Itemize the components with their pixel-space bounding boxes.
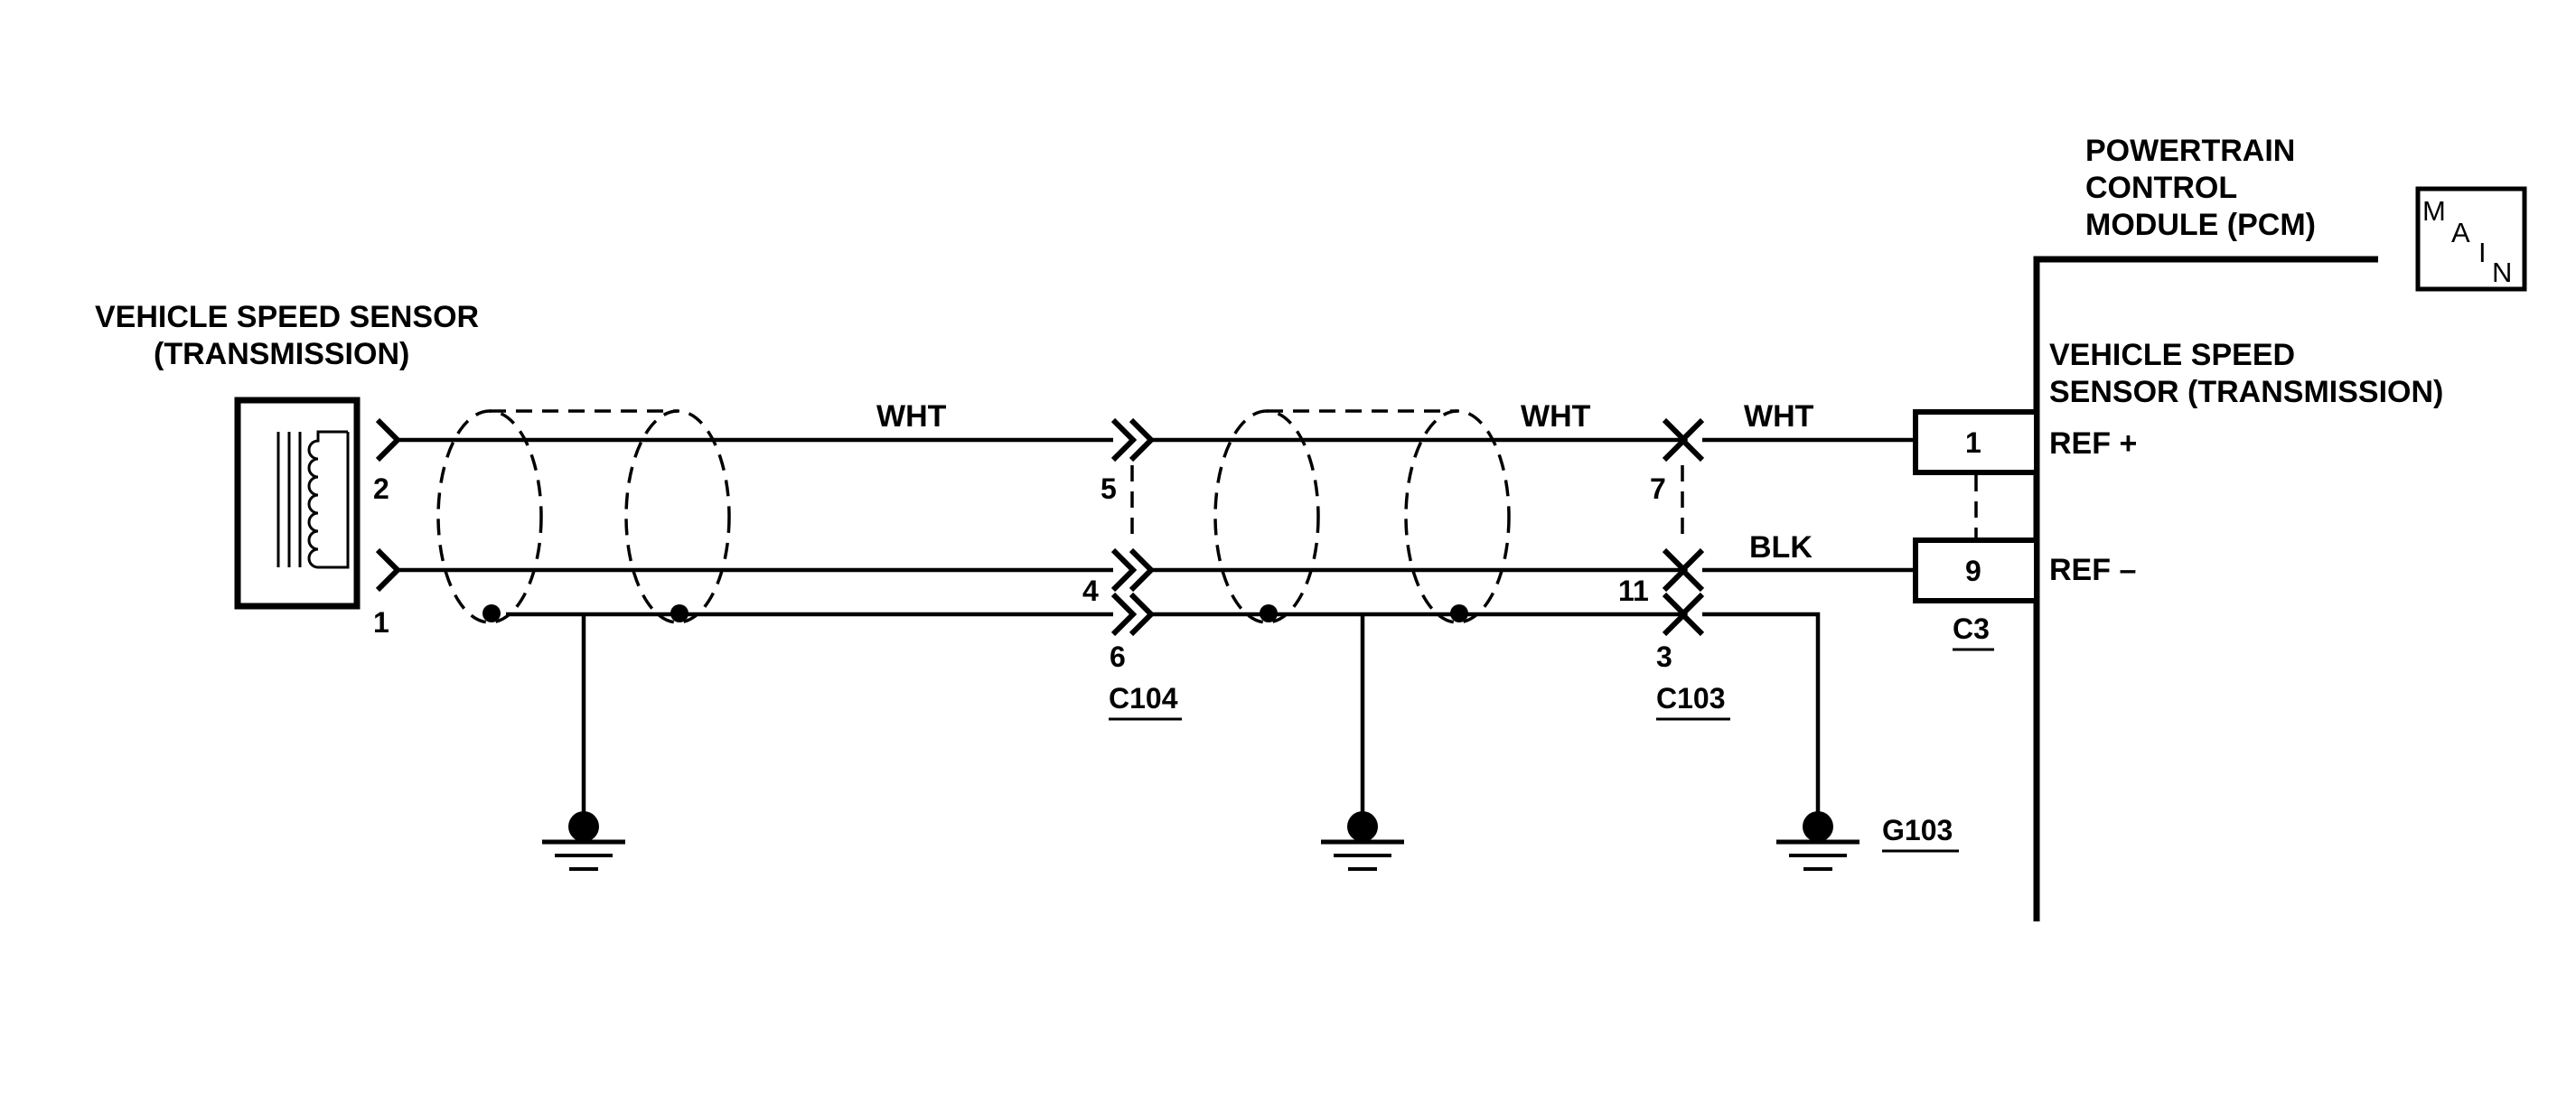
shield-drain-dot xyxy=(1450,604,1468,622)
sensor-terminal-1 xyxy=(375,547,402,593)
wire-segment-sensor-to-c104: WHT xyxy=(398,399,1113,871)
pcm-pin-1-box xyxy=(1913,409,2039,475)
c103-name: C103 xyxy=(1656,682,1726,715)
main-badge-frame xyxy=(2415,186,2527,292)
main-badge-i: I xyxy=(2478,237,2487,268)
c103-pin-3: 3 xyxy=(1656,640,1672,673)
c103-terminal-7 xyxy=(1678,417,1705,463)
sensor-coil-icon xyxy=(307,430,350,569)
shield-ellipse xyxy=(436,409,543,624)
sensor-title-line1: VEHICLE SPEED SENSOR xyxy=(95,300,479,334)
sensor-title-line2: (TRANSMISSION) xyxy=(154,337,409,371)
c104-pin-4: 4 xyxy=(1082,575,1099,607)
pcm-ref-plus: REF + xyxy=(2049,426,2137,461)
pcm-circuit-line2: SENSOR (TRANSMISSION) xyxy=(2049,375,2443,409)
c104-pin-6: 6 xyxy=(1110,640,1126,673)
c104-terminal-5 xyxy=(1110,417,1138,463)
ground-symbol-icon xyxy=(1776,811,1859,871)
sensor-terminal-2 xyxy=(375,417,402,463)
wire-label-wht-2: WHT xyxy=(1521,399,1591,434)
wire-label-wht-3: WHT xyxy=(1744,399,1814,434)
wire-label-blk: BLK xyxy=(1749,530,1813,565)
pcm-boundary xyxy=(2033,256,2378,921)
c103-pin-7: 7 xyxy=(1650,472,1666,505)
main-badge-m: M xyxy=(2422,195,2446,227)
sensor-pin-1: 1 xyxy=(373,606,389,639)
pcm-connector-c3: C3 xyxy=(1953,612,1990,645)
c104-name: C104 xyxy=(1109,682,1178,715)
shield-drain-dot xyxy=(482,604,501,622)
pcm-pin-9: 9 xyxy=(1965,555,1981,587)
pcm-pin-1: 1 xyxy=(1965,426,1981,459)
shield-drain-dot xyxy=(670,604,688,622)
pcm-title-line2: CONTROL xyxy=(2085,171,2237,205)
main-badge-n: N xyxy=(2492,257,2512,288)
wire-label-wht-1: WHT xyxy=(876,399,947,434)
c104-pin-5: 5 xyxy=(1101,472,1117,505)
wire-segment-c104-to-c103: WHT xyxy=(1151,399,1682,871)
pcm-ref-minus: REF – xyxy=(2049,553,2136,587)
shield-ellipse xyxy=(1213,409,1320,624)
vehicle-speed-sensor: VEHICLE SPEED SENSOR (TRANSMISSION) 2 1 xyxy=(95,300,479,639)
main-badge-a: A xyxy=(2451,217,2470,248)
wire-drain-to-g103 xyxy=(1702,612,1821,813)
shield-ellipse xyxy=(1404,409,1511,624)
c103-terminal-3 xyxy=(1678,592,1705,637)
c103-terminal-11 xyxy=(1678,547,1705,593)
c104-terminal-6 xyxy=(1110,592,1138,637)
pcm-title-line1: POWERTRAIN xyxy=(2085,134,2295,168)
c103-pin-11: 11 xyxy=(1618,575,1649,607)
shield-drain-dot xyxy=(1260,604,1278,622)
pcm-circuit-line1: VEHICLE SPEED xyxy=(2049,338,2295,372)
sensor-body xyxy=(234,397,361,610)
c104-terminal-4 xyxy=(1110,547,1138,593)
pcm-pin-9-box xyxy=(1913,537,2039,603)
ground-symbol-icon xyxy=(1321,811,1404,871)
sensor-pin-2: 2 xyxy=(373,472,389,505)
connector-c103: 7 11 3 C103 xyxy=(1618,417,1730,721)
shield-ellipse xyxy=(624,409,731,624)
pcm-title-line3: MODULE (PCM) xyxy=(2085,208,2316,242)
ground-g103-label: G103 xyxy=(1882,814,1953,846)
ground-symbol-icon xyxy=(542,811,625,871)
powertrain-control-module: POWERTRAIN CONTROL MODULE (PCM) M A I N … xyxy=(1913,134,2527,921)
wire-segment-c103-to-pcm: WHT BLK G103 xyxy=(1702,399,1959,871)
main-badge: M A I N xyxy=(2415,186,2527,292)
